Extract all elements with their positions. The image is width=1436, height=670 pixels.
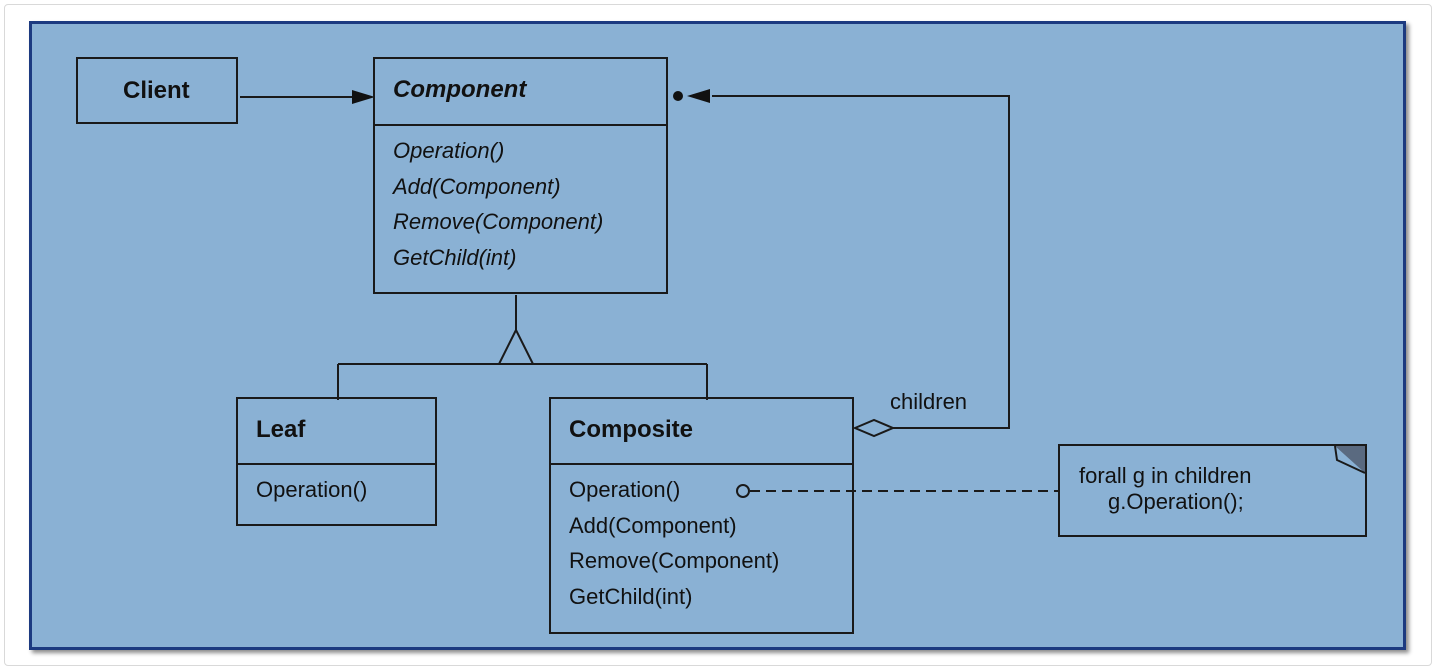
component-class: Component Operation() Add(Component) Rem…: [373, 57, 668, 294]
composite-pattern-diagram: Client Component Operation() Add(Compone…: [29, 21, 1406, 650]
composite-operation: Operation(): [569, 477, 681, 502]
composite-getchild: GetChild(int): [569, 583, 693, 609]
component-getchild: GetChild(int): [393, 244, 517, 270]
leaf-operation: Operation(): [256, 477, 368, 502]
note-fold-shade: [1335, 446, 1365, 473]
children-aggregation-line: [712, 95, 1010, 429]
leaf-title: Leaf: [256, 416, 306, 443]
note: forall g in children g.Operation();: [1058, 444, 1367, 537]
composite-operations: Operation() Add(Component) Remove(Compon…: [551, 463, 852, 632]
children-arrowhead: [687, 89, 710, 103]
children-arrow-dot: [673, 91, 683, 101]
diagram-connectors: [240, 89, 1366, 498]
composite-add: Add(Component): [569, 512, 737, 538]
note-link-circle: [736, 484, 750, 498]
aggregation-diamond: [852, 418, 896, 438]
leaf-class: Leaf Operation(): [236, 397, 437, 526]
component-add: Add(Component): [393, 173, 561, 199]
component-remove: Remove(Component): [393, 209, 604, 234]
client-class: Client: [76, 57, 238, 124]
leaf-operations: Operation(): [238, 463, 435, 524]
client-title: Client: [123, 77, 190, 104]
client-arrowhead: [352, 90, 375, 104]
note-line-1: forall g in children: [1079, 463, 1252, 488]
composite-class: Composite Operation() Add(Component) Rem…: [549, 397, 854, 634]
composite-remove: Remove(Component): [569, 548, 780, 573]
note-line-2: g.Operation();: [1108, 489, 1244, 514]
component-operation: Operation(): [393, 138, 505, 163]
component-operations: Operation() Add(Component) Remove(Compon…: [375, 124, 666, 292]
composite-title: Composite: [569, 416, 694, 443]
inheritance-triangle: [497, 327, 535, 365]
component-title: Component: [393, 76, 527, 103]
note-fold-edge: [1334, 445, 1366, 474]
children-label: children: [890, 389, 968, 414]
